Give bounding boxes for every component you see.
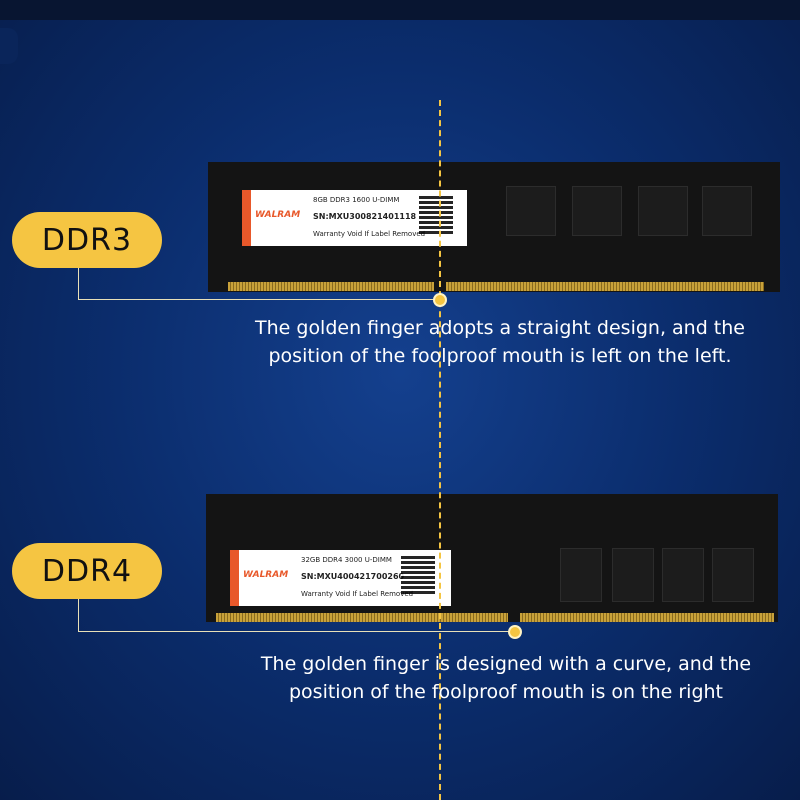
ddr4-chip-4	[712, 548, 754, 602]
ddr3-qr-code	[419, 194, 453, 234]
ddr3-module: WALRAM 8GB DDR3 1600 U-DIMM SN:MXU300821…	[208, 162, 780, 292]
ddr3-chip-1	[506, 186, 556, 236]
ddr4-connector-horizontal	[78, 631, 512, 632]
ddr4-chip-2	[612, 548, 654, 602]
ddr3-caption-line1: The golden finger adopts a straight desi…	[255, 317, 745, 339]
ddr4-gold-fingers-left	[216, 613, 508, 622]
top-band	[0, 0, 800, 20]
ddr4-label-sticker: WALRAM 32GB DDR4 3000 U-DIMM SN:MXU40042…	[230, 550, 451, 606]
ddr4-qr-code	[401, 554, 435, 594]
ddr4-notch-marker	[508, 625, 522, 639]
ddr3-pill-label: DDR3	[12, 212, 162, 268]
ddr4-chip-3	[662, 548, 704, 602]
ddr4-brand: WALRAM	[243, 570, 289, 580]
ddr4-caption-line2: position of the foolproof mouth is on th…	[288, 681, 723, 703]
ddr3-chip-3	[638, 186, 688, 236]
ddr3-serial: SN:MXU300821401118	[313, 212, 417, 221]
ddr3-brand: WALRAM	[255, 210, 301, 220]
background-panel	[0, 20, 800, 800]
ddr4-module: WALRAM 32GB DDR4 3000 U-DIMM SN:MXU40042…	[206, 494, 778, 622]
ddr3-warranty: Warranty Void If Label Removed	[313, 230, 426, 238]
ddr4-gold-fingers-right	[520, 613, 774, 622]
ddr4-caption: The golden finger is designed with a cur…	[206, 650, 800, 706]
ddr3-notch-marker	[433, 293, 447, 307]
ddr3-label-sticker: WALRAM 8GB DDR3 1600 U-DIMM SN:MXU300821…	[242, 190, 467, 246]
ddr3-gold-fingers-left	[228, 282, 434, 291]
alignment-dashed-line	[439, 100, 441, 800]
ddr4-connector-vertical	[78, 599, 79, 631]
ddr3-caption-line2: position of the foolproof mouth is left …	[268, 345, 732, 367]
ddr4-caption-line1: The golden finger is designed with a cur…	[260, 653, 752, 675]
ddr4-spec: 32GB DDR4 3000 U-DIMM	[301, 556, 392, 564]
ddr3-chip-4	[702, 186, 752, 236]
ddr4-warranty: Warranty Void If Label Removed	[301, 590, 414, 598]
ddr3-connector-vertical	[78, 268, 79, 300]
ddr4-pill-label: DDR4	[12, 543, 162, 599]
corner-tab	[0, 28, 18, 64]
ddr3-caption: The golden finger adopts a straight desi…	[200, 314, 800, 370]
ddr4-chip-1	[560, 548, 602, 602]
ddr3-chip-2	[572, 186, 622, 236]
ddr4-serial: SN:MXU400421700260	[301, 572, 405, 581]
ddr3-connector-horizontal	[78, 299, 438, 300]
ddr3-gold-fingers-right	[446, 282, 764, 291]
ddr3-spec: 8GB DDR3 1600 U-DIMM	[313, 196, 400, 204]
